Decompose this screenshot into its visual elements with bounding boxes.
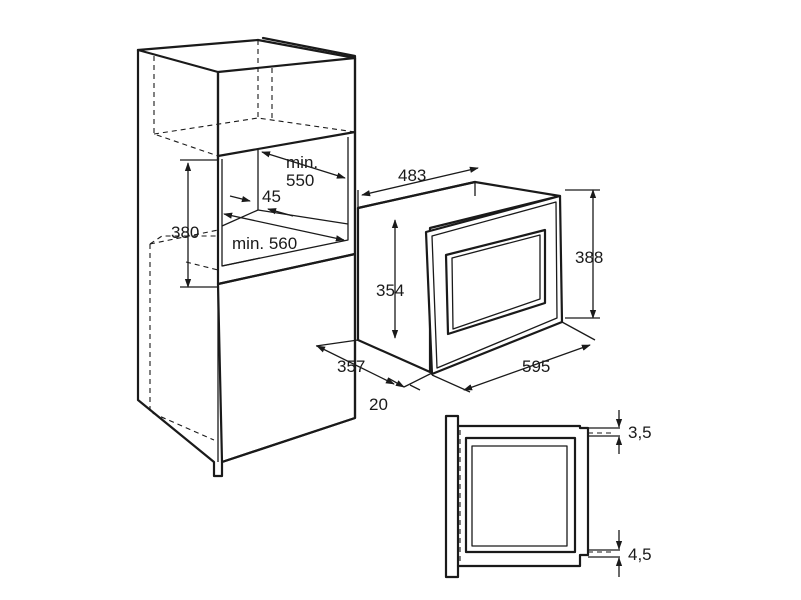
- label-min-560: min. 560: [232, 234, 297, 253]
- cabinet-side-panel: [136, 36, 357, 478]
- label-595: 595: [522, 357, 550, 376]
- label-380: 380: [171, 223, 199, 242]
- section-detail: [444, 410, 623, 579]
- oven-dimensions: [315, 166, 600, 393]
- label-45: 45: [262, 187, 281, 206]
- cabinet-top-box: [216, 56, 357, 158]
- label-483: 483: [398, 166, 426, 185]
- cabinet-dimensions: [180, 151, 346, 288]
- section-inner-cavity: [464, 436, 577, 554]
- label-388: 388: [575, 248, 603, 267]
- cabinet: [136, 36, 357, 478]
- label-4-5: 4,5: [628, 545, 652, 564]
- label-min: min.: [286, 153, 318, 172]
- label-357: 357: [337, 357, 365, 376]
- label-20: 20: [369, 395, 388, 414]
- label-3-5: 3,5: [628, 423, 652, 442]
- label-550: 550: [286, 171, 314, 190]
- oven-window: [444, 228, 547, 336]
- label-354: 354: [376, 281, 404, 300]
- cabinet-lower-door: [216, 252, 357, 464]
- oven: [356, 180, 564, 376]
